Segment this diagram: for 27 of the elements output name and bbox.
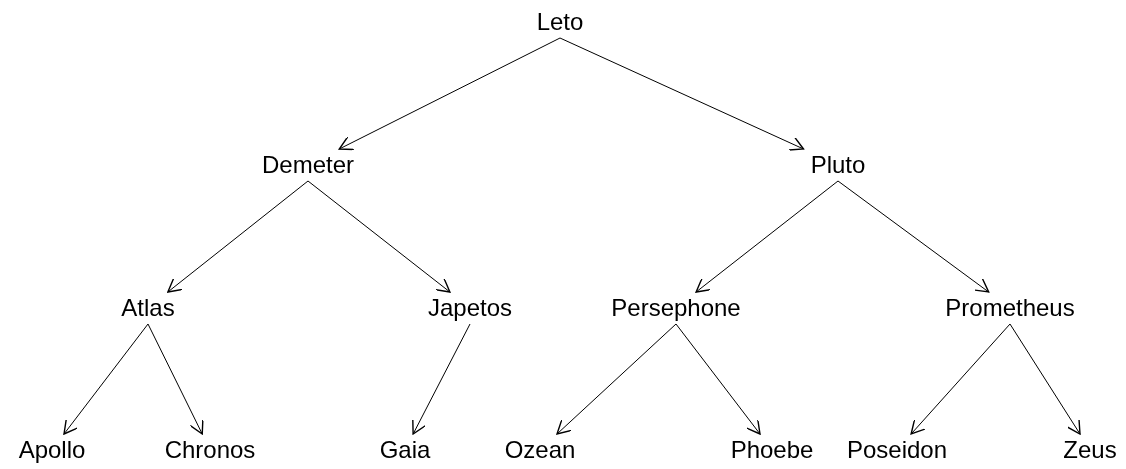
arrow [147, 323, 204, 435]
node-label: Leto [536, 8, 584, 36]
arrow [338, 37, 561, 151]
node-label: Gaia [379, 436, 431, 464]
node-label: Atlas [121, 294, 175, 322]
arrow [837, 180, 990, 293]
arrow [63, 323, 149, 435]
node-label: Ozean [504, 436, 576, 464]
arrow [1009, 323, 1081, 435]
arrow [675, 323, 761, 435]
node-label: Zeus [1063, 436, 1117, 464]
node-label: Chronos [164, 436, 256, 464]
arrow [559, 37, 805, 151]
arrow [910, 323, 1011, 435]
arrow [695, 180, 839, 293]
node-label: Pluto [810, 151, 866, 179]
arrow [307, 180, 451, 293]
arrow [412, 323, 471, 435]
node-label: Japetos [427, 294, 513, 322]
arrow [556, 323, 677, 435]
node-label: Apollo [18, 436, 86, 464]
node-label: Persephone [611, 294, 741, 322]
node-label: Demeter [262, 151, 354, 179]
node-label: Poseidon [846, 436, 948, 464]
arrow [167, 180, 309, 293]
node-label: Prometheus [945, 294, 1075, 322]
node-label: Phoebe [730, 436, 814, 464]
